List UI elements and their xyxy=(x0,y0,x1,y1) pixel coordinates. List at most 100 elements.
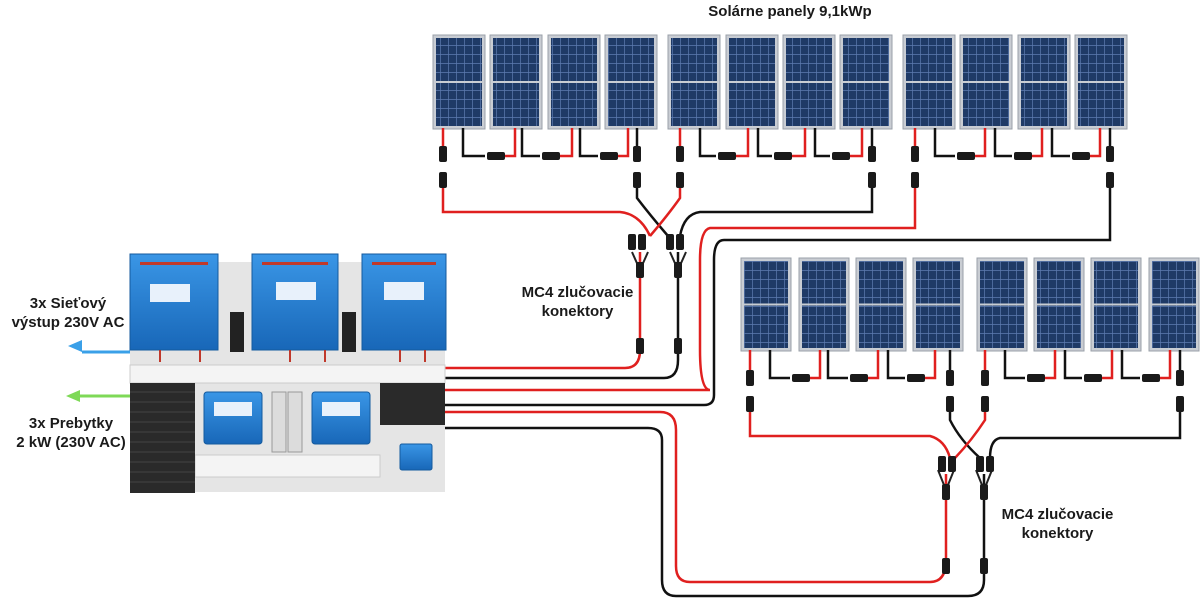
mc4-connector-icon xyxy=(911,172,919,188)
mc4-connector-icon xyxy=(676,172,684,188)
mppt-controller-icon xyxy=(203,391,263,445)
mc4-connector-icon xyxy=(1014,152,1032,160)
solar-panel xyxy=(839,34,893,130)
solar-panel xyxy=(1148,257,1200,352)
mc4-connector-icon xyxy=(676,146,684,162)
mc4-connector-icon xyxy=(666,234,674,250)
mc4-connector-icon xyxy=(946,396,954,412)
mc4-connector-icon xyxy=(986,456,994,472)
mc4-connector-icon xyxy=(439,146,447,162)
mc4-connector-icon xyxy=(676,234,684,250)
solar-panel xyxy=(489,34,543,130)
mc4-connector-icon xyxy=(633,146,641,162)
mc4-connector-icon xyxy=(868,172,876,188)
mc4-bottom-label-line2: konektory xyxy=(1021,525,1094,542)
mc4-connector-icon xyxy=(600,152,618,160)
mc4-connector-icon xyxy=(948,456,956,472)
ac-breaker xyxy=(271,391,287,453)
electronics-board xyxy=(129,253,447,493)
mc4-connector-icon xyxy=(832,152,850,160)
mc4-connectors xyxy=(439,146,1184,574)
mppt-controller-icon xyxy=(311,391,371,445)
mc4-top-label-line2: konektory xyxy=(541,303,614,320)
mc4-connector-icon xyxy=(938,456,946,472)
grid-output-label: 3x Sieťový výstup 230V AC xyxy=(4,294,132,332)
mc4-connector-icon xyxy=(942,558,950,574)
mc4-connector-icon xyxy=(1084,374,1102,382)
mc4-connector-icon xyxy=(439,172,447,188)
bottom-array-string-wiring xyxy=(445,350,1182,598)
dc-breaker xyxy=(342,312,356,352)
solar-panel xyxy=(725,34,779,130)
solar-panel xyxy=(1074,34,1128,130)
solar-panel xyxy=(912,257,964,352)
upper-cable-tray xyxy=(129,364,446,384)
solar-panels-top-array xyxy=(432,34,1128,130)
solar-panel xyxy=(432,34,486,130)
mc4-connector-icon xyxy=(792,374,810,382)
mc4-connector-icon xyxy=(1106,172,1114,188)
mc4-connector-icon xyxy=(907,374,925,382)
mc4-connector-icon xyxy=(1176,370,1184,386)
mc4-connector-icon xyxy=(746,396,754,412)
mc4-connector-icon xyxy=(636,262,644,278)
mc4-bottom-label-line1: MC4 zlučovacie xyxy=(1001,506,1114,523)
mc4-connector-icon xyxy=(1106,146,1114,162)
top-array-string-wiring xyxy=(441,128,1112,407)
mc4-connector-icon xyxy=(976,456,984,472)
mc4-connector-icon xyxy=(981,370,989,386)
mc4-connector-icon xyxy=(1142,374,1160,382)
mc4-connector-icon xyxy=(774,152,792,160)
mc4-connector-icon xyxy=(636,338,644,354)
mc4-top-label: MC4 zlučovacie konektory xyxy=(505,283,650,321)
mc4-connector-icon xyxy=(633,172,641,188)
surplus-label: 3x Prebytky 2 kW (230V AC) xyxy=(8,414,134,452)
mc4-connector-icon xyxy=(1072,152,1090,160)
mc4-bottom-label: MC4 zlučovacie konektory xyxy=(985,505,1130,543)
mc4-connector-icon xyxy=(946,370,954,386)
mc4-connector-icon xyxy=(868,146,876,162)
mc4-connector-icon xyxy=(911,146,919,162)
inverter-icon xyxy=(361,253,447,351)
mc4-top-label-line1: MC4 zlučovacie xyxy=(521,284,634,301)
mc4-connector-icon xyxy=(674,338,682,354)
panels-title: Solárne panely 9,1kWp xyxy=(708,3,872,20)
mc4-connector-icon xyxy=(1176,396,1184,412)
solar-panel xyxy=(740,257,792,352)
solar-panel xyxy=(798,257,850,352)
solar-panel xyxy=(1090,257,1142,352)
grid-output-arrow xyxy=(68,340,130,354)
mc4-connector-icon xyxy=(674,262,682,278)
mc4-connector-icon xyxy=(746,370,754,386)
solar-panel xyxy=(782,34,836,130)
surplus-label-line1: 3x Prebytky xyxy=(28,415,114,432)
solar-panel xyxy=(604,34,658,130)
solar-panel xyxy=(902,34,956,130)
solar-panels-bottom-array xyxy=(740,257,1200,352)
mc4-connector-icon xyxy=(638,234,646,250)
ac-breaker xyxy=(287,391,303,453)
mc4-connector-icon xyxy=(542,152,560,160)
mc4-connector-icon xyxy=(980,484,988,500)
dc-breaker xyxy=(230,312,244,352)
lower-cable-tray xyxy=(194,454,381,478)
solar-panel xyxy=(1033,257,1085,352)
grid-output-label-line2: výstup 230V AC xyxy=(11,314,125,331)
mc4-connector-icon xyxy=(980,558,988,574)
solar-panel xyxy=(976,257,1028,352)
mc4-connector-icon xyxy=(628,234,636,250)
mc4-connector-icon xyxy=(850,374,868,382)
surplus-output-arrow xyxy=(66,390,130,402)
solar-panel xyxy=(667,34,721,130)
left-cable-duct xyxy=(130,383,195,493)
surplus-label-line2: 2 kW (230V AC) xyxy=(16,434,126,451)
inverter-icon xyxy=(129,253,219,351)
solar-panel xyxy=(959,34,1013,130)
right-cable-duct xyxy=(380,383,445,425)
solar-panel xyxy=(855,257,907,352)
inverter-icon xyxy=(251,253,339,351)
mc4-connector-icon xyxy=(1027,374,1045,382)
mc4-connector-icon xyxy=(957,152,975,160)
grid-output-label-line1: 3x Sieťový xyxy=(29,295,107,312)
